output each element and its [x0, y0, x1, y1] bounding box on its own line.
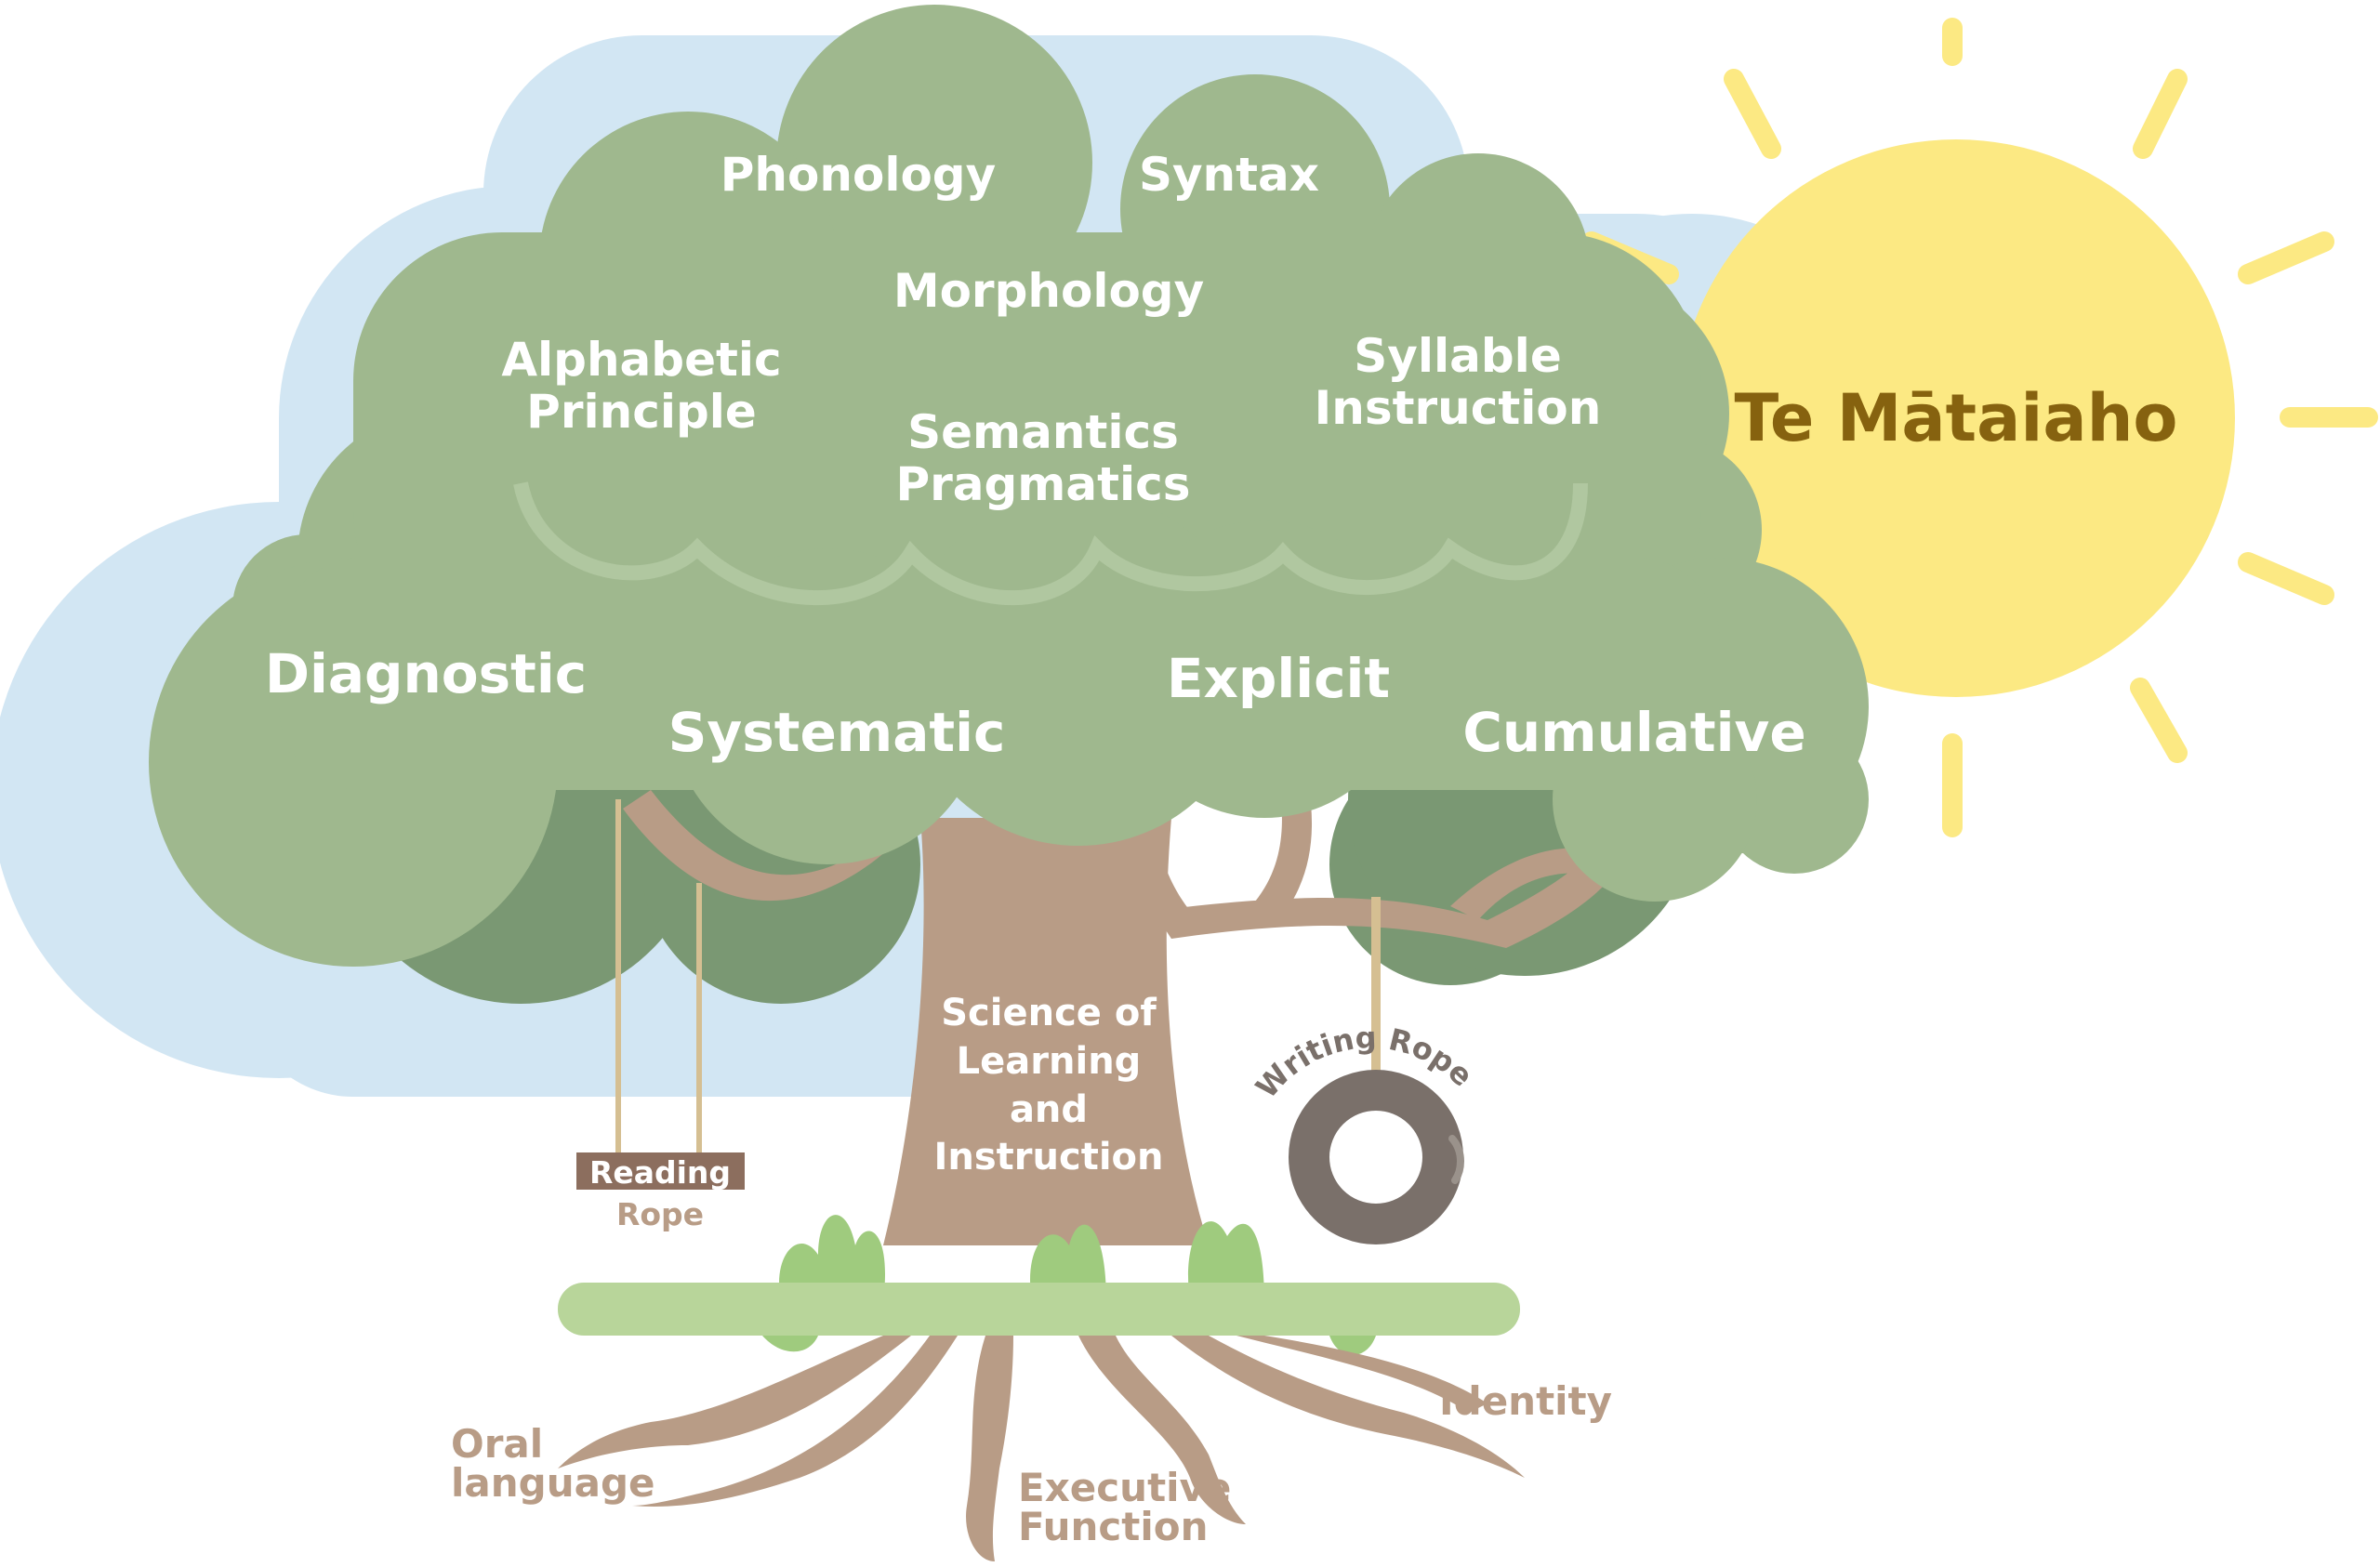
sun — [1677, 139, 2235, 697]
label-explicit: Explicit — [1167, 647, 1390, 710]
label-semantics-1: Semantics — [907, 405, 1179, 459]
root-exec-2: Function — [1018, 1504, 1209, 1549]
trunk-line-1: Science of — [941, 992, 1157, 1034]
label-syllable-1: Syllable — [1354, 329, 1561, 383]
root-labels: Oral language Executive Function Identit… — [451, 1378, 1612, 1549]
root-oral-1: Oral — [451, 1421, 543, 1467]
trunk-line-4: Instruction — [934, 1136, 1164, 1179]
tire — [1289, 1070, 1463, 1244]
trunk-labels: Science of Learning and Instruction — [934, 992, 1164, 1179]
label-syntax: Syntax — [1139, 148, 1319, 202]
label-systematic: Systematic — [668, 701, 1006, 764]
reading-rope-label-2: Rope — [616, 1196, 704, 1232]
label-semantics-2: Pragmatics — [895, 457, 1190, 511]
canopy-upper-labels: Phonology Syntax Morphology Alphabetic P… — [501, 148, 1601, 511]
label-phonology: Phonology — [721, 148, 996, 202]
label-syllable-2: Instruction — [1315, 381, 1602, 435]
roots — [558, 1336, 1525, 1561]
reading-rope-swing — [576, 799, 745, 1190]
root-exec-1: Executive — [1018, 1465, 1231, 1510]
label-alphabetic-1: Alphabetic — [501, 333, 781, 387]
label-morphology: Morphology — [893, 264, 1204, 318]
swing-seat — [576, 1152, 745, 1190]
canopy-inner-scallop — [513, 481, 1588, 606]
grass — [558, 1215, 1520, 1355]
label-alphabetic-2: Principle — [526, 385, 757, 439]
label-cumulative: Cumulative — [1462, 701, 1805, 764]
sun-label: Te Mātaiaho — [1734, 380, 2177, 456]
trunk-line-2: Learning — [957, 1040, 1142, 1083]
root-oral-2: language — [451, 1460, 655, 1506]
writing-rope-tire — [1289, 897, 1464, 1244]
label-diagnostic: Diagnostic — [265, 642, 587, 705]
root-identity: Identity — [1439, 1378, 1612, 1424]
reading-rope-label-1: Reading — [589, 1154, 731, 1191]
canopy-lower-labels: Diagnostic Systematic Explicit Cumulativ… — [265, 642, 1806, 764]
trunk-line-3: and — [1010, 1088, 1088, 1131]
